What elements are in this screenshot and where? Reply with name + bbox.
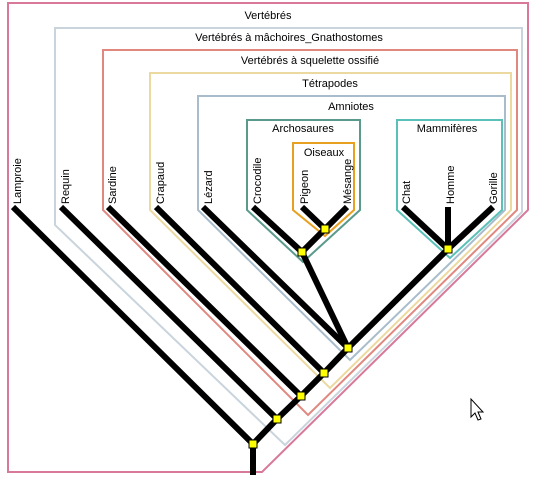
taxon-label-sardine: Sardine bbox=[107, 166, 119, 204]
branch-sardine bbox=[105, 204, 304, 399]
mouse-pointer-icon bbox=[470, 397, 485, 421]
node-mammiferes[interactable] bbox=[443, 244, 453, 254]
clade-outline-gnathostomes bbox=[54, 27, 523, 447]
clade-label-oiseaux: Oiseaux bbox=[304, 147, 345, 159]
tree-nodes bbox=[248, 224, 453, 449]
node-archosaures[interactable] bbox=[297, 247, 307, 257]
node-squelette[interactable] bbox=[296, 391, 306, 401]
branch-lezard bbox=[200, 204, 351, 351]
node-gnathostomes[interactable] bbox=[272, 414, 282, 424]
taxon-label-lezard: Lézard bbox=[203, 170, 215, 204]
taxon-label-requin: Requin bbox=[60, 169, 72, 204]
clade-label-bg bbox=[195, 30, 385, 46]
node-tetrapodes[interactable] bbox=[319, 368, 329, 378]
clade-label-squelette: Vertébrés à squelette ossifié bbox=[241, 55, 379, 67]
node-oiseaux[interactable] bbox=[320, 224, 330, 234]
node-vertebres[interactable] bbox=[248, 439, 258, 449]
branch-crapaud bbox=[153, 204, 327, 376]
clade-label-gnathostomes: Vertébrés à mâchoires_Gnathostomes bbox=[195, 32, 383, 44]
branch-crocodile bbox=[250, 204, 305, 255]
clade-label-bg bbox=[235, 52, 385, 68]
clade-outline-archosaures bbox=[246, 119, 361, 264]
clade-label-mammiferes: Mammifères bbox=[417, 123, 478, 135]
clade-outline-vertebres bbox=[7, 2, 529, 473]
taxon-label-crapaud: Crapaud bbox=[155, 162, 167, 204]
taxon-label-gorille: Gorille bbox=[488, 172, 500, 204]
clade-label-bg bbox=[322, 98, 382, 114]
clade-label-amniotes: Amniotes bbox=[328, 101, 374, 113]
branch-gorille bbox=[445, 204, 496, 252]
taxon-label-pigeon: Pigeon bbox=[299, 170, 311, 204]
clade-label-vertebres: Vertébrés bbox=[244, 10, 292, 22]
branch-requin bbox=[58, 204, 280, 422]
taxa-labels: Lamproie Requin Sardine Crapaud Lézard C… bbox=[12, 158, 500, 204]
clade-outline-tetrapodes bbox=[149, 72, 512, 390]
clade-label-archosaures: Archosaures bbox=[272, 123, 334, 135]
branch-archosaures bbox=[299, 250, 351, 350]
taxon-label-mesange: Mésange bbox=[342, 159, 354, 204]
tree-branches bbox=[10, 204, 496, 475]
clade-outline-mammiferes bbox=[396, 119, 503, 260]
branch-lamproie bbox=[10, 204, 256, 447]
node-amniotes[interactable] bbox=[343, 343, 353, 353]
clade-outlines bbox=[7, 2, 529, 473]
branch-chat bbox=[400, 204, 451, 252]
clade-outline-amniotes bbox=[197, 95, 506, 362]
taxon-label-chat: Chat bbox=[401, 181, 413, 204]
clade-outline-squelette bbox=[102, 49, 518, 417]
clade-labels: Vertébrés Vertébrés à mâchoires_Gnathost… bbox=[195, 7, 478, 159]
taxon-label-homme: Homme bbox=[445, 165, 457, 204]
clade-label-bg bbox=[296, 75, 364, 91]
clade-label-bg bbox=[240, 7, 300, 23]
clade-label-tetrapodes: Tétrapodes bbox=[302, 78, 358, 90]
taxon-label-lamproie: Lamproie bbox=[12, 158, 24, 204]
taxon-label-crocodile: Crocodile bbox=[252, 158, 264, 204]
branch-mammiferes bbox=[345, 246, 451, 351]
